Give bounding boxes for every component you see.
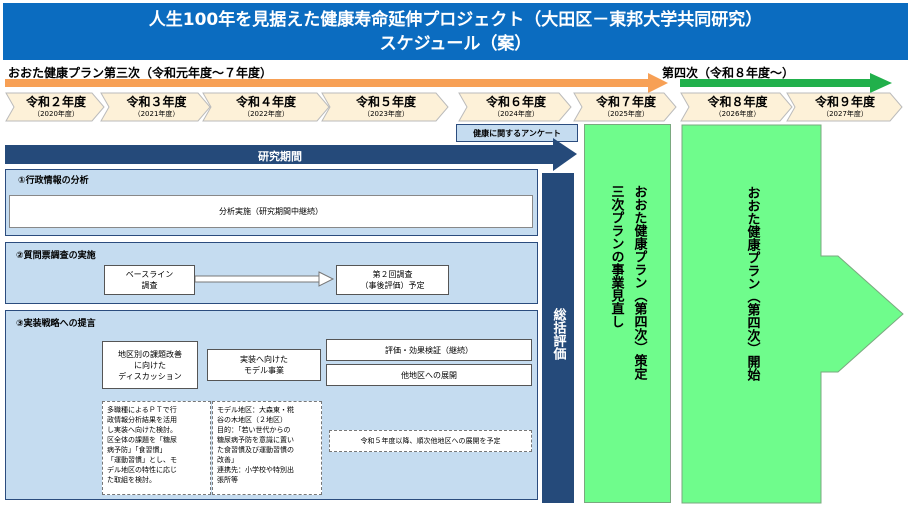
year-2024: 令和６年度 （2024年度） — [467, 93, 565, 121]
year-timeline — [5, 92, 903, 122]
plan-start-text: おおた健康プラン（第四次）開始 — [744, 186, 760, 381]
note-line: 改善」 — [217, 456, 238, 464]
summary-evaluation-bar: 総括評価 — [542, 173, 574, 503]
year-label: 令和２年度 — [25, 95, 86, 109]
model-line-2: モデル事業 — [244, 366, 284, 375]
note-line: し実装へ向けた検討。 — [107, 426, 177, 434]
plan-start-label-wrap: おおた健康プラン（第四次）開始 — [682, 186, 822, 406]
year-sub: （2027年度） — [822, 110, 868, 118]
second-survey-line-2: （事後評価）予定 — [360, 281, 425, 290]
discussion-line-3: ディスカッション — [118, 371, 182, 381]
expansion-box: 他地区への展開 — [326, 364, 532, 386]
year-label: 令和３年度 — [126, 95, 187, 109]
title-line-1: 人生100年を見据えた健康寿命延伸プロジェクト（大田区－東邦大学共同研究） — [148, 9, 763, 30]
second-survey-box: 第２回調査 （事後評価）予定 — [336, 265, 449, 295]
note-line: デル地区の特性に応じ — [107, 466, 177, 474]
model-district-note: モデル地区：大森東・糀 谷の木地区（２地区） 目的：「若い世代からの 糖尿病予防… — [212, 401, 322, 495]
year-2023: 令和５年度 （2023年度） — [330, 93, 442, 121]
title-line-2: スケジュール（案） — [379, 33, 532, 54]
second-survey-line-1: 第２回調査 — [372, 270, 413, 279]
pt-note: 多職種によるＰＴで行 政情報分析結果を活用 し実装へ向けた検討。 区全体の課題を… — [102, 401, 211, 495]
year-sub: （2026年度） — [714, 110, 761, 118]
year-sub: （2024年度） — [493, 110, 539, 118]
note-line: 病予防」「食習慣」 — [107, 446, 167, 454]
note-line: 谷の木地区（２地区） — [217, 416, 287, 424]
survey-label: 健康に関するアンケート — [456, 124, 578, 142]
analysis-box: 分析実施（研究期間中継続） — [9, 195, 533, 228]
note-line: 糖尿病予防を意識に置い — [217, 436, 294, 444]
year-2020: 令和２年度 （2020年度） — [14, 93, 98, 121]
year-2027: 令和９年度 （2027年度） — [795, 93, 895, 121]
note-line: 張所等 — [217, 476, 238, 484]
note-line: 目的：「若い世代からの — [217, 426, 291, 434]
phase-third-arrow — [5, 73, 668, 93]
plan-start-arrow — [681, 124, 904, 504]
section-questionnaire: ②質問票調査の実施 ベースライン 調査 第２回調査 （事後評価）予定 — [5, 242, 538, 304]
year-sub: （2022年度） — [243, 110, 289, 118]
section-implementation: ③実装戦略への提言 地区別の課題改善 に向けた ディスカッション 実装へ向けた … — [5, 310, 538, 500]
year-2022: 令和４年度 （2022年度） — [211, 93, 321, 121]
note-line: 区全体の課題を「糖尿 — [107, 436, 177, 444]
year-label: 令和７年度 — [595, 95, 656, 109]
note-line: 多職種によるＰＴで行 — [107, 406, 177, 414]
discussion-line-1: 地区別の課題改善 — [118, 349, 182, 359]
note-line: モデル地区：大森東・糀 — [217, 406, 294, 414]
section-data-analysis: ①行政情報の分析 分析実施（研究期間中継続） — [5, 169, 538, 236]
phase-fourth-label: 第四次（令和８年度～） — [662, 66, 795, 80]
baseline-survey-box: ベースライン 調査 — [104, 265, 195, 295]
baseline-line-1: ベースライン — [125, 270, 174, 279]
year-chevron-2023 — [321, 92, 449, 122]
model-project-box: 実装へ向けた モデル事業 — [207, 349, 321, 381]
year-label: 令和４年度 — [235, 95, 296, 109]
phase-fourth-arrow — [680, 73, 892, 93]
survey-arrow — [195, 271, 335, 287]
year-chevron-2022 — [202, 92, 330, 122]
year-label: 令和６年度 — [485, 95, 546, 109]
year-sub: （2023年度） — [363, 110, 409, 118]
section-title: ③実装戦略への提言 — [16, 319, 96, 329]
year-chevron-2027 — [786, 92, 903, 122]
year-2021: 令和３年度 （2021年度） — [109, 93, 204, 121]
plan-review-column: おおた健康プラン（第四次）策定 三次プランの事業見直し — [584, 124, 671, 503]
section-title: ①行政情報の分析 — [18, 176, 89, 186]
section-title: ②質問票調査の実施 — [16, 251, 96, 261]
expansion-note: 令和５年度以降、順次他地区への展開を予定 — [329, 430, 532, 452]
research-period-arrow — [5, 138, 577, 171]
summary-evaluation-label: 総括評価 — [550, 308, 566, 360]
baseline-line-2: 調査 — [141, 281, 158, 290]
year-label: 令和８年度 — [707, 95, 768, 109]
note-line: た取組を検討。 — [107, 476, 156, 484]
title-banner: 人生100年を見据えた健康寿命延伸プロジェクト（大田区－東邦大学共同研究） スケ… — [3, 3, 908, 60]
note-line: 政情報分析結果を活用 — [107, 416, 177, 424]
discussion-line-2: に向けた — [134, 360, 166, 370]
phase-arrows — [5, 73, 892, 93]
plan-review-text: 三次プランの事業見直し — [608, 185, 624, 328]
year-2026: 令和８年度 （2026年度） — [689, 93, 786, 121]
year-label: 令和５年度 — [355, 95, 416, 109]
note-line: た食習慣及び運動習慣の — [217, 446, 294, 454]
year-chevron-2026 — [680, 92, 793, 122]
note-line: 「運動習慣」とし、モ — [107, 456, 177, 464]
year-2025: 令和７年度 （2025年度） — [582, 93, 670, 121]
year-label: 令和９年度 — [814, 95, 875, 109]
note-line: 連携先：小学校や特別出 — [217, 466, 294, 474]
year-chevron-2024 — [458, 92, 572, 122]
year-chevron-2020 — [5, 92, 105, 122]
phase-third-label: おおた健康プラン第三次（令和元年度～７年度） — [8, 66, 273, 80]
year-sub: （2025年度） — [603, 110, 649, 118]
year-chevron-2025 — [573, 92, 677, 122]
model-line-1: 実装へ向けた — [240, 355, 288, 364]
year-sub: （2021年度） — [133, 110, 180, 118]
year-chevron-2021 — [100, 92, 211, 122]
research-period-label: 研究期間 — [258, 149, 302, 163]
year-sub: （2020年度） — [33, 110, 79, 118]
evaluation-box: 評価・効果検証（継続） — [326, 339, 532, 361]
plan-formulate-text: おおた健康プラン（第四次）策定 — [631, 185, 647, 380]
discussion-box: 地区別の課題改善 に向けた ディスカッション — [102, 341, 198, 389]
